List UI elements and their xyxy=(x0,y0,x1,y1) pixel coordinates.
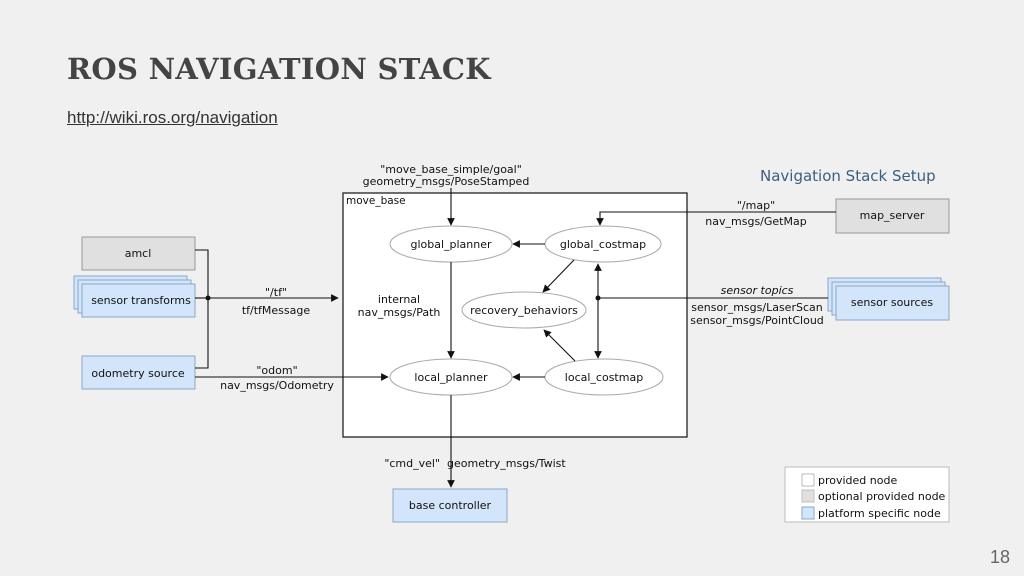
page-number: 18 xyxy=(989,547,1010,567)
odometry-source-label: odometry source xyxy=(91,367,185,380)
global-planner-label: global_planner xyxy=(410,238,492,251)
legend-optional-swatch xyxy=(801,489,815,503)
laser-type-label: sensor_msgs/LaserScan xyxy=(691,301,822,314)
local-costmap-node: local_costmap xyxy=(544,358,664,396)
odom-topic-label: "odom" xyxy=(256,364,297,377)
sensor-transforms-label: sensor transforms xyxy=(91,294,191,307)
odometry-source-node: odometry source xyxy=(81,355,196,390)
legend-optional-label: optional provided node xyxy=(818,490,946,503)
goal-topic-label: "move_base_simple/goal" xyxy=(380,163,522,176)
costmap-to-recovery-edge xyxy=(542,259,575,293)
navigation-wiki-link[interactable]: http://wiki.ros.org/navigation xyxy=(67,108,278,127)
goal-type-label: geometry_msgs/PoseStamped xyxy=(363,175,530,188)
diagram-edges xyxy=(195,188,836,488)
map-topic-label: "/map" xyxy=(737,199,775,212)
legend-platform-label: platform specific node xyxy=(818,507,941,520)
local-costmap-to-recovery-edge xyxy=(543,329,576,362)
base-controller-label: base controller xyxy=(409,499,492,512)
sensor-topics-label: sensor topics xyxy=(721,284,794,297)
global-costmap-label: global_costmap xyxy=(560,238,646,251)
odom-type-label: nav_msgs/Odometry xyxy=(220,379,334,392)
map-type-label: nav_msgs/GetMap xyxy=(705,215,806,228)
sensor-sources-node: sensor sources xyxy=(827,277,950,321)
base-controller-node: base controller xyxy=(392,488,508,523)
tf-type-label: tf/tfMessage xyxy=(242,304,311,317)
legend-platform-swatch xyxy=(801,506,815,520)
tf-topic-label: "/tf" xyxy=(265,286,287,299)
slide-title: ROS NAVIGATION STACK xyxy=(67,52,491,86)
global-planner-node: global_planner xyxy=(389,225,513,263)
tf-bracket xyxy=(195,249,209,369)
map-server-node: map_server xyxy=(835,198,950,234)
recovery-behaviors-node: recovery_behaviors xyxy=(461,291,587,329)
diagram-title: Navigation Stack Setup xyxy=(760,167,936,185)
global-costmap-node: global_costmap xyxy=(544,225,662,263)
local-planner-node: local_planner xyxy=(389,358,513,396)
sensor-junction-dot xyxy=(595,295,601,301)
map-edge xyxy=(596,211,836,226)
sensor-sources-label: sensor sources xyxy=(851,296,933,309)
amcl-label: amcl xyxy=(125,247,152,260)
local-planner-label: local_planner xyxy=(414,371,488,384)
internal-type-label: nav_msgs/Path xyxy=(358,306,441,319)
tf-junction-dot xyxy=(205,295,211,301)
legend-provided-label: provided node xyxy=(818,474,897,487)
move-base-label: move_base xyxy=(346,195,406,207)
recovery-behaviors-label: recovery_behaviors xyxy=(470,304,578,317)
amcl-node: amcl xyxy=(81,236,196,271)
legend-provided-swatch xyxy=(801,473,815,487)
cloud-type-label: sensor_msgs/PointCloud xyxy=(690,314,824,327)
cmd-vel-label: "cmd_vel" geometry_msgs/Twist xyxy=(384,457,566,470)
map-server-label: map_server xyxy=(860,209,925,222)
sensor-transforms-node: sensor transforms xyxy=(73,275,196,318)
local-costmap-label: local_costmap xyxy=(565,371,643,384)
legend: provided node optional provided node pla… xyxy=(784,466,950,523)
internal-label: internal xyxy=(378,293,420,306)
